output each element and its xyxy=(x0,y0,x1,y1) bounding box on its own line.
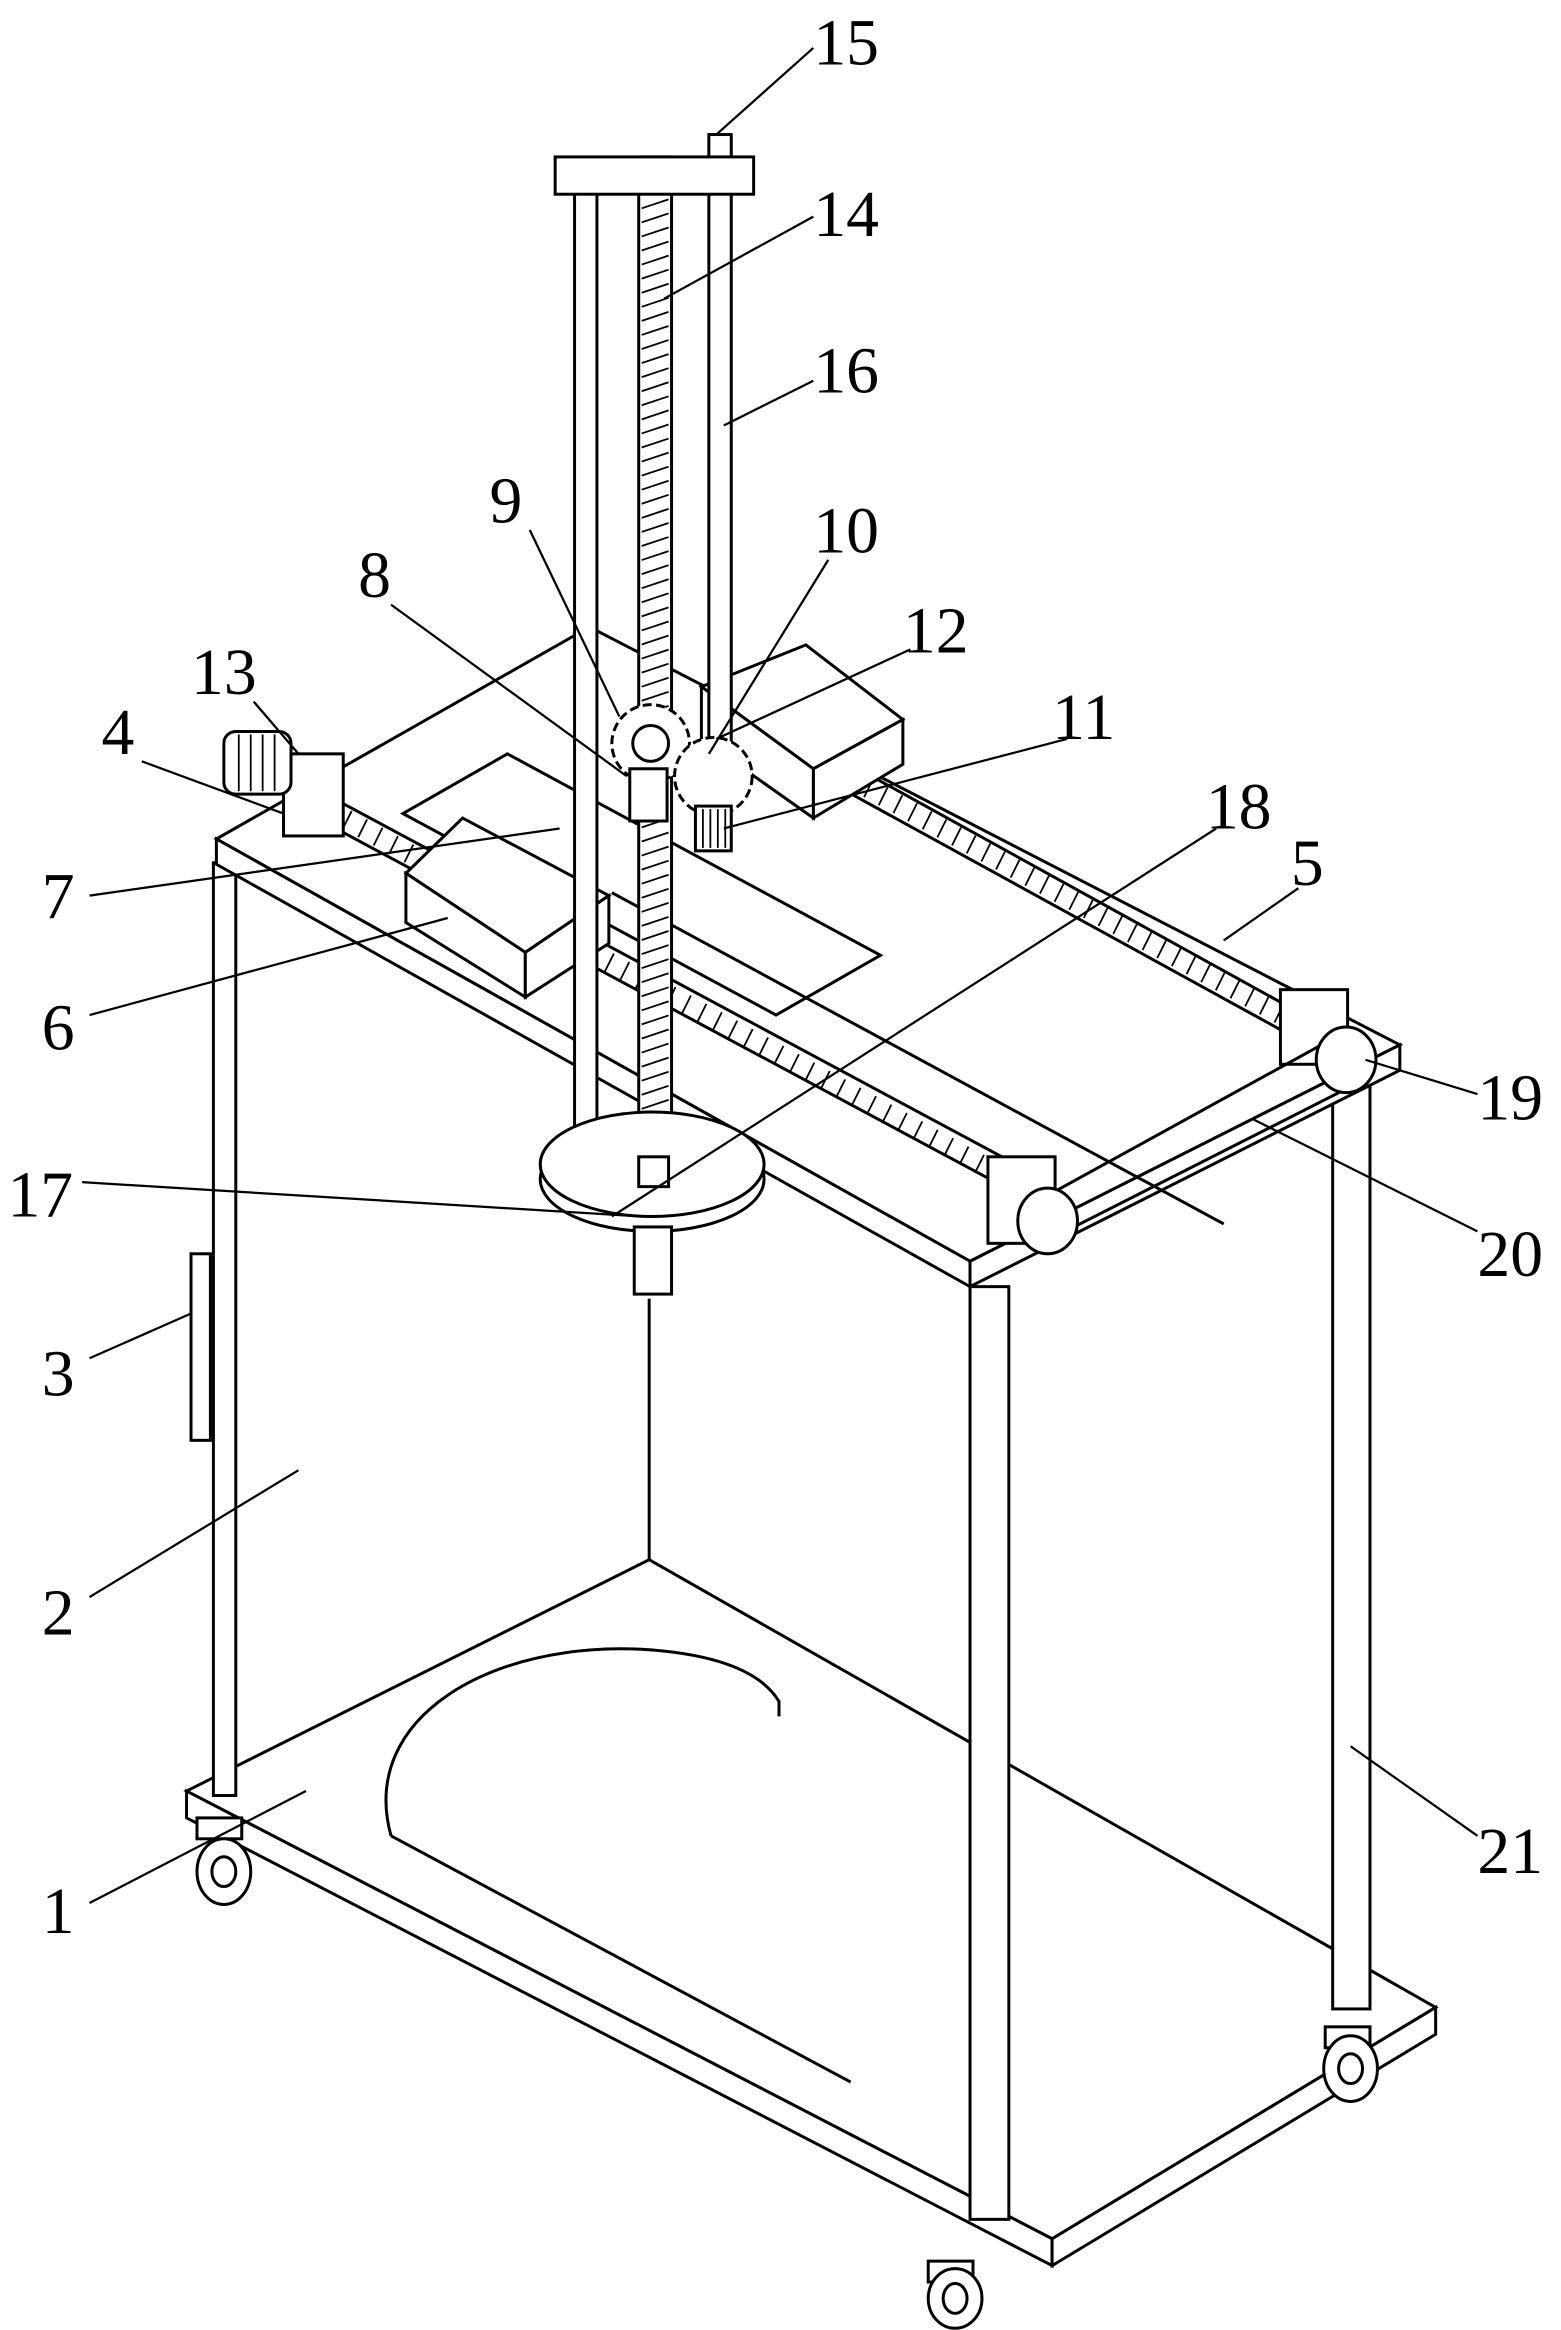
part-label: 2 xyxy=(42,1576,75,1649)
part-label: 10 xyxy=(813,494,879,567)
wheel-icon xyxy=(1324,2027,1378,2102)
part-label: 20 xyxy=(1477,1218,1543,1291)
part-label: 16 xyxy=(813,335,879,408)
part-label: 11 xyxy=(1052,681,1115,754)
part-label: 21 xyxy=(1477,1815,1543,1888)
part-label: 14 xyxy=(813,178,879,251)
part-label: 9 xyxy=(489,465,522,538)
part-label: 13 xyxy=(191,636,257,709)
part-label: 15 xyxy=(813,6,879,79)
wheel-icon xyxy=(197,1818,251,1905)
part-label: 7 xyxy=(42,860,75,933)
part-label: 18 xyxy=(1206,770,1272,843)
wheel-icon xyxy=(928,2261,982,2328)
part-label: 4 xyxy=(101,696,134,769)
base-plate xyxy=(187,1560,1436,2266)
top-cap xyxy=(555,157,753,194)
part-label: 8 xyxy=(358,539,391,612)
part-label: 12 xyxy=(903,594,969,667)
part-label: 1 xyxy=(42,1875,75,1948)
part-label: 19 xyxy=(1477,1061,1543,1134)
part-label: 5 xyxy=(1291,827,1324,900)
control-box xyxy=(191,1254,210,1441)
part-label: 17 xyxy=(7,1158,73,1231)
part-label: 6 xyxy=(42,991,75,1064)
part-label: 3 xyxy=(42,1338,75,1411)
motor-icon xyxy=(224,731,291,794)
